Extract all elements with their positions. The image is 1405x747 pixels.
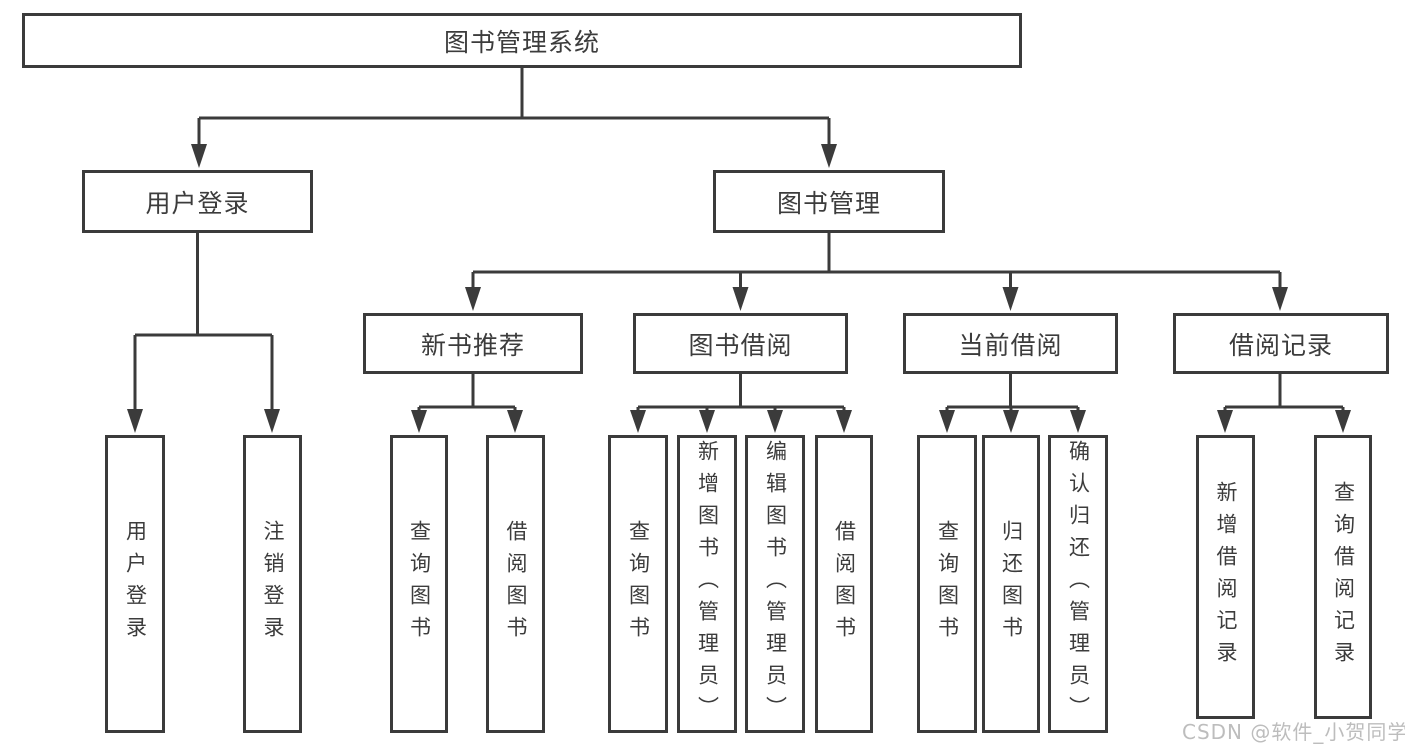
node-book-management: 图书管理 [713,170,945,233]
node-book-borrowing: 图书借阅 [633,313,848,374]
leaf-confirm-return-admin: 确认归还（管理员） [1048,435,1108,733]
leaf-edit-book-admin: 编辑图书（管理员） [745,435,805,733]
leaf-user-login: 用户登录 [105,435,165,733]
node-new-book-recommend: 新书推荐 [363,313,583,374]
node-borrowing-records: 借阅记录 [1173,313,1389,374]
leaf-add-book-admin: 新增图书（管理员） [677,435,737,733]
leaf-borrow-books-recommend: 借阅图书 [486,435,545,733]
connector-segments [133,68,1345,412]
leaf-borrow-books-borrowing: 借阅图书 [815,435,873,733]
leaf-search-books-borrowing: 查询图书 [608,435,668,733]
node-system-root: 图书管理系统 [22,13,1022,68]
node-user-login-branch: 用户登录 [82,170,313,233]
leaf-search-borrow-record: 查询借阅记录 [1314,435,1372,719]
leaf-return-book: 归还图书 [982,435,1040,733]
leaf-search-books-current: 查询图书 [917,435,977,733]
arrowheads [127,144,1351,433]
leaf-logout: 注销登录 [243,435,302,733]
csdn-watermark: CSDN @软件_小贺同学 [1182,720,1405,744]
leaf-search-books-recommend: 查询图书 [390,435,448,733]
node-current-borrowing: 当前借阅 [903,313,1118,374]
leaf-add-borrow-record: 新增借阅记录 [1196,435,1255,719]
